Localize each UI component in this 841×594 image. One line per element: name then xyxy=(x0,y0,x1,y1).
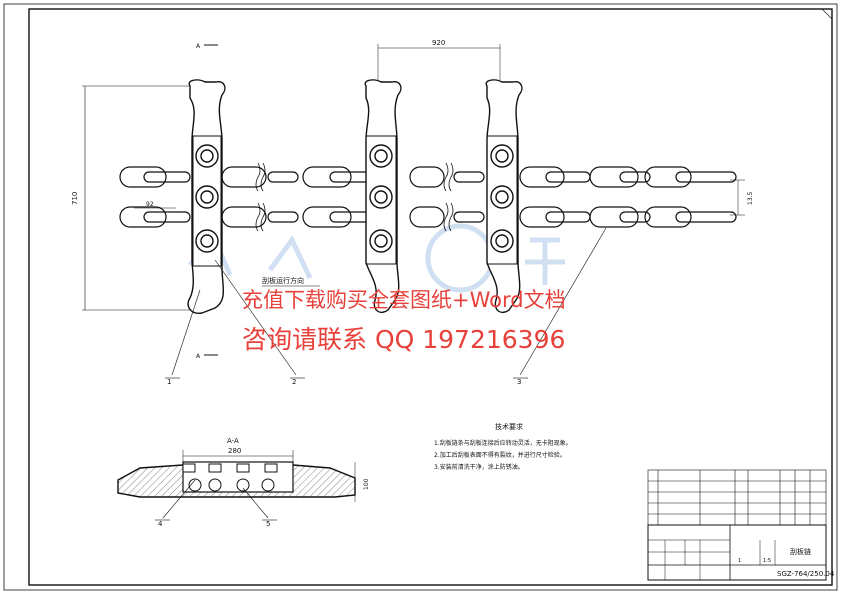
balloon-1: 1 xyxy=(167,378,171,386)
balloon-2: 2 xyxy=(292,378,296,386)
dim-height: 710 xyxy=(71,192,79,205)
tech-title: 技术要求 xyxy=(495,422,523,431)
balloon-5: 5 xyxy=(266,520,270,528)
scraper-bar-middle xyxy=(364,79,402,314)
tech-note-2: 2.加工后刮板表面不得有裂纹，并进行尺寸检验。 xyxy=(434,451,566,459)
section-marker-bottom: A xyxy=(196,353,201,360)
parts-list xyxy=(647,469,827,526)
inner-border xyxy=(28,8,833,586)
watermark-line-1: 充值下载购买全套图纸+Word文档 xyxy=(242,288,566,312)
title-block xyxy=(647,524,827,581)
tech-note-1: 1.刮板链条与刮板连接后应转动灵活，无卡阻现象。 xyxy=(434,439,572,447)
scraper-bar-right xyxy=(485,79,523,314)
section-width: 280 xyxy=(228,447,241,455)
section-view: A-A 280 100 4 5 xyxy=(117,437,370,528)
section-marker-top: A xyxy=(196,43,201,50)
bolt-group xyxy=(195,144,219,253)
watermark-line-2: 咨询请联系 QQ 197216396 xyxy=(242,325,566,354)
technical-notes: 技术要求 1.刮板链条与刮板连接后应转动灵活，无卡阻现象。 2.加工后刮板表面不… xyxy=(434,422,572,471)
drawing-sheet: 1 xyxy=(738,558,741,564)
drawing-number: SGZ-764/250.04 xyxy=(777,570,835,578)
plan-view: A A 920 710 100 92 13.5 xyxy=(71,39,754,386)
drawing-scale: 1:5 xyxy=(763,558,771,564)
drawing-name: 刮板链 xyxy=(790,547,811,556)
dim-pitch: 92 xyxy=(146,201,154,208)
chain-upper-row xyxy=(119,166,737,188)
outer-border xyxy=(3,3,838,591)
scraper-bar-left xyxy=(187,79,226,314)
section-title: A-A xyxy=(227,437,239,445)
section-height: 100 xyxy=(363,478,370,490)
tech-note-3: 3.安装前清洗干净，涂上防锈油。 xyxy=(434,463,524,471)
dim-top-span: 920 xyxy=(432,39,445,47)
dim-right: 13.5 xyxy=(747,191,754,205)
balloon-3: 3 xyxy=(517,378,521,386)
chain-direction-label: 刮板运行方向 xyxy=(262,276,304,285)
balloon-4: 4 xyxy=(158,520,163,528)
